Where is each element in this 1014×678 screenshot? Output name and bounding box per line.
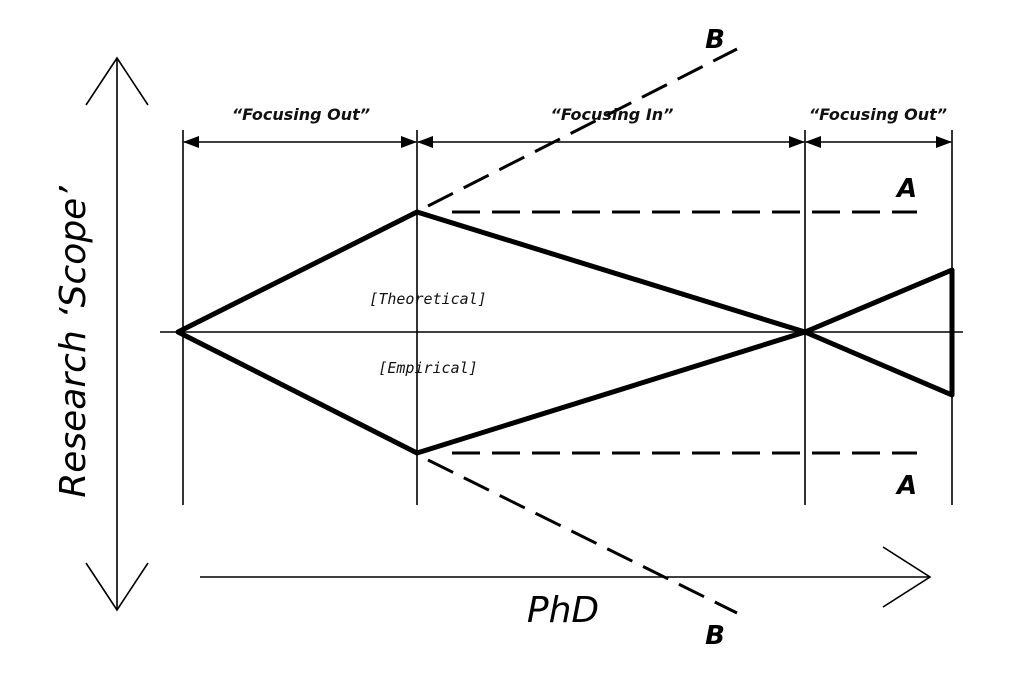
path-label-a-lower: A bbox=[895, 471, 917, 501]
phase-label-right: “Focusing Out” bbox=[809, 105, 947, 124]
path-label-b-lower: B bbox=[705, 621, 725, 651]
vertical-axis-label: Research ‘Scope’ bbox=[53, 186, 94, 498]
path-b-upper-line bbox=[427, 47, 738, 208]
region-label-theoretical: [Theoretical] bbox=[369, 290, 486, 308]
phase-label-middle: “Focusing In” bbox=[551, 105, 674, 124]
vertical-axis bbox=[85, 56, 149, 612]
phd-axis bbox=[200, 546, 932, 608]
path-label-b-upper: B bbox=[705, 25, 725, 55]
phase-label-left: “Focusing Out” bbox=[232, 105, 370, 124]
fish-tail-outline bbox=[802, 267, 955, 398]
horizontal-axis-label: PhD bbox=[527, 590, 599, 631]
path-b-lower-line bbox=[427, 458, 738, 615]
region-label-empirical: [Empirical] bbox=[378, 359, 477, 377]
path-label-a-upper: A bbox=[895, 174, 917, 204]
